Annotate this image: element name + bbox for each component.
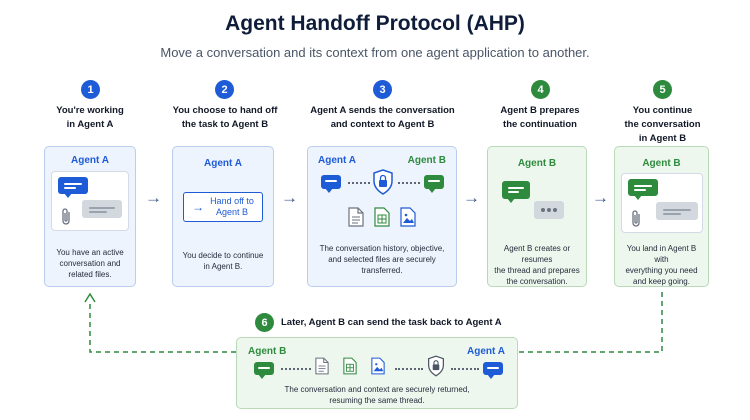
- chat-bubble-icon: [502, 181, 530, 203]
- shield-lock-icon: [373, 169, 393, 195]
- connector-dots: [451, 368, 479, 370]
- document-icon: [348, 207, 364, 227]
- connector-dots: [348, 182, 370, 184]
- agent-b-label: Agent B: [248, 346, 287, 357]
- reply-bubble-icon: [656, 202, 698, 220]
- step-1-badge: 1: [81, 80, 100, 99]
- flow-arrow-icon: →: [281, 188, 298, 207]
- step-6-card: Agent B Agent A The conversation and con…: [236, 337, 518, 409]
- step-3-badge: 3: [373, 80, 392, 99]
- paperclip-icon: [632, 210, 640, 227]
- spreadsheet-icon: [343, 357, 357, 375]
- page-title: Agent Handoff Protocol (AHP): [225, 12, 525, 35]
- connector-dots: [395, 368, 423, 370]
- chat-bubble-icon: [628, 179, 658, 200]
- agent-b-chat-icon: [424, 175, 444, 193]
- spreadsheet-icon: [374, 207, 390, 227]
- chat-window: [51, 171, 129, 231]
- image-file-icon: [371, 357, 385, 375]
- chat-window: [621, 173, 703, 233]
- flow-arrow-icon: →: [592, 188, 609, 207]
- agent-a-chat-icon: [321, 175, 341, 193]
- step-2-badge: 2: [215, 80, 234, 99]
- agent-a-label: Agent A: [467, 346, 505, 357]
- image-file-icon: [400, 207, 416, 227]
- reply-bubble-icon: [82, 200, 122, 218]
- agent-b-label: Agent B: [517, 158, 557, 169]
- typing-indicator-icon: [534, 201, 564, 219]
- agent-b-label: Agent B: [642, 158, 681, 169]
- agent-b-label: Agent B: [407, 155, 446, 166]
- agent-a-label: Agent A: [204, 158, 242, 169]
- step-4-badge: 4: [531, 80, 550, 99]
- agent-b-chat-icon: [254, 362, 274, 379]
- flow-arrow-icon: →: [463, 188, 480, 207]
- document-icon: [315, 357, 329, 375]
- step-3-card: Agent A Agent B The conversation history…: [307, 146, 457, 287]
- shield-lock-icon: [428, 355, 444, 377]
- step-6-description: The conversation and context are securel…: [284, 385, 470, 405]
- page-subtitle: Move a conversation and its context from…: [160, 45, 590, 60]
- step-6-title: Later, Agent B can send the task back to…: [281, 317, 502, 328]
- agent-a-label: Agent A: [71, 155, 109, 166]
- step-5-badge: 5: [653, 80, 672, 99]
- step-6-badge: 6: [255, 313, 274, 332]
- agent-a-label: Agent A: [318, 155, 356, 166]
- flow-arrow-icon: →: [145, 188, 162, 207]
- connector-dots: [281, 368, 311, 370]
- chat-bubble-icon: [58, 177, 88, 198]
- step-3-description: The conversation history, objective,and …: [319, 244, 445, 275]
- arrow-right-icon: →: [192, 200, 205, 214]
- paperclip-icon: [62, 208, 70, 225]
- agent-a-chat-icon: [483, 362, 503, 379]
- connector-dots: [398, 182, 420, 184]
